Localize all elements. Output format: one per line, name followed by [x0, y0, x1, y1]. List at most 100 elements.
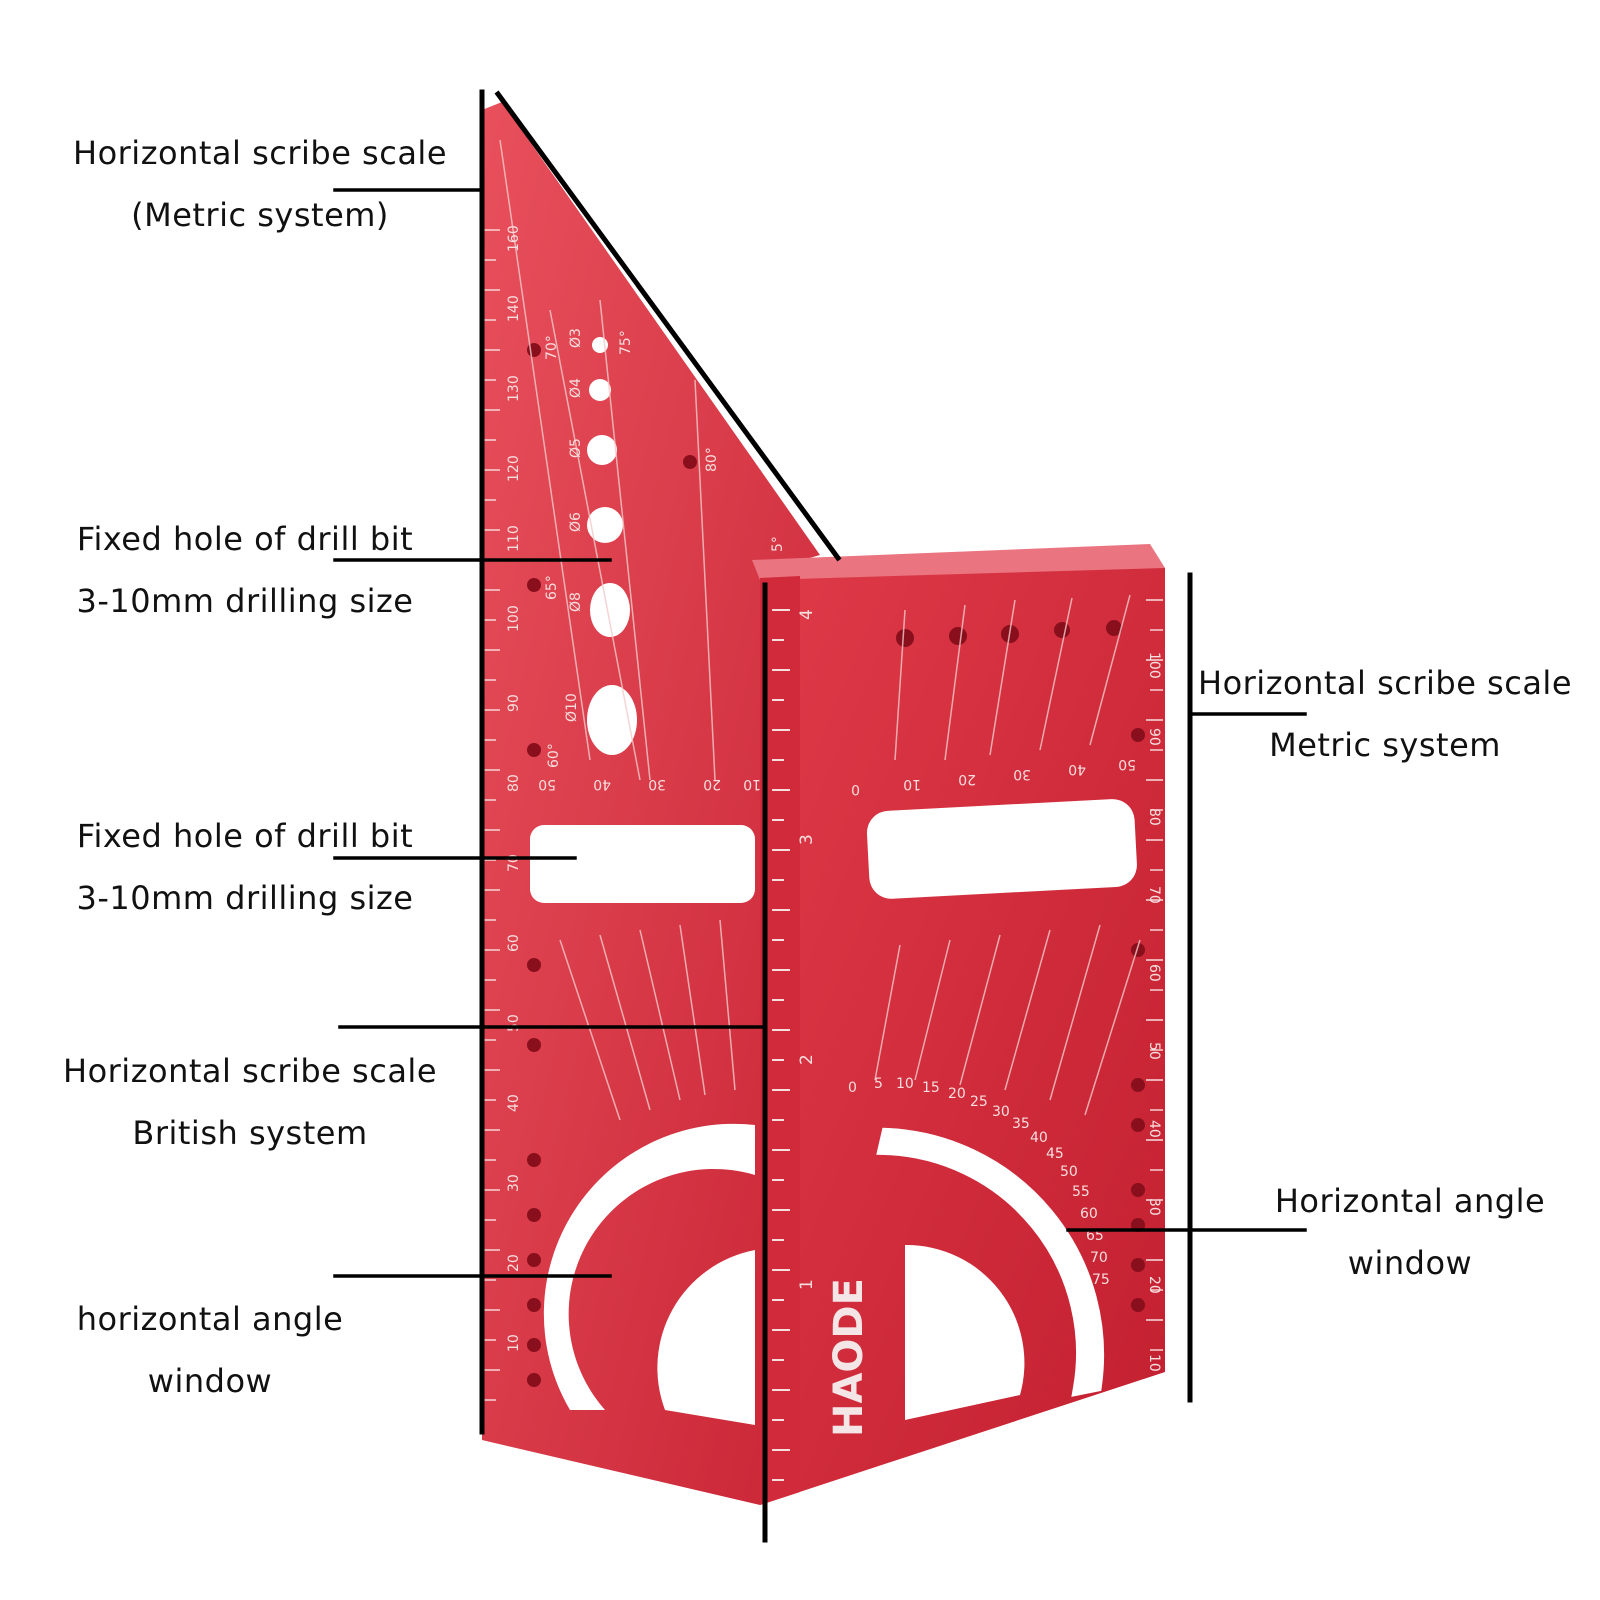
svg-text:30: 30 [648, 776, 666, 792]
left-slot-window [530, 825, 755, 903]
svg-text:50: 50 [506, 1014, 522, 1032]
svg-text:5°: 5° [770, 536, 786, 552]
callout-metric-scribe-scale-top: Horizontal scribe scale (Metric system) [40, 122, 480, 246]
left-ruler-labels: 160 140 130 120 110 100 90 80 70 60 50 4… [506, 225, 522, 1352]
svg-text:0: 0 [851, 781, 860, 797]
callout-metric-scribe-scale-right: Horizontal scribe scale Metric system [1180, 652, 1590, 776]
angle-labels: 70° 75° 80° 65° 60° 5° [544, 330, 786, 768]
callout-line: (Metric system) [131, 196, 389, 234]
svg-text:Ø5: Ø5 [568, 438, 584, 458]
callout-drill-hole-upper: Fixed hole of drill bit 3-10mm drilling … [30, 508, 460, 632]
svg-text:20: 20 [958, 771, 976, 787]
svg-text:90: 90 [506, 694, 522, 712]
callout-line: Horizontal scribe scale [63, 1052, 437, 1090]
svg-text:70: 70 [1146, 886, 1162, 904]
callout-line: 3-10mm drilling size [76, 582, 414, 620]
svg-text:140: 140 [506, 295, 522, 322]
svg-text:75: 75 [1092, 1272, 1110, 1288]
svg-text:20: 20 [1146, 1276, 1162, 1294]
svg-text:80: 80 [506, 774, 522, 792]
svg-text:160: 160 [506, 225, 522, 252]
center-ruler-labels: 4 3 2 1 [797, 609, 817, 1290]
svg-text:60°: 60° [546, 743, 562, 768]
svg-text:Ø3: Ø3 [568, 328, 584, 348]
svg-text:50: 50 [1146, 1042, 1162, 1060]
slot-scale-left-labels: 50 40 30 20 10 [538, 776, 761, 792]
center-ruler-ticks [772, 609, 790, 1481]
callout-line: Fixed hole of drill bit [76, 817, 414, 855]
svg-text:15: 15 [922, 1080, 940, 1096]
svg-text:120: 120 [506, 455, 522, 482]
plate-top-edge [752, 544, 1165, 580]
svg-text:Ø4: Ø4 [568, 378, 584, 398]
callout-british-scribe-scale: Horizontal scribe scale British system [30, 1040, 470, 1164]
center-ruler-band [760, 576, 800, 1505]
svg-text:110: 110 [506, 525, 522, 552]
drill-hole [587, 435, 617, 465]
left-angle-window [543, 1123, 755, 1410]
svg-text:5: 5 [874, 1076, 883, 1092]
left-ruler-ticks [484, 229, 500, 1401]
protractor-labels: 0 5 10 15 20 25 30 35 40 45 50 55 60 65 … [848, 1076, 1110, 1288]
callout-line: 3-10mm drilling size [76, 879, 414, 917]
callout-line: Horizontal scribe scale [1198, 664, 1572, 702]
svg-text:80°: 80° [704, 447, 720, 472]
brand-logo: HAODE [826, 1278, 872, 1437]
slot-scale-right-labels: 0 10 20 30 40 50 [851, 756, 1136, 797]
engraved-rays [499, 139, 1141, 1121]
svg-text:100: 100 [506, 605, 522, 632]
svg-text:60: 60 [1080, 1206, 1098, 1222]
svg-text:20: 20 [506, 1254, 522, 1272]
callout-line: window [1347, 1244, 1473, 1282]
svg-text:40: 40 [1030, 1130, 1048, 1146]
svg-text:90: 90 [1146, 728, 1162, 746]
svg-text:Ø6: Ø6 [568, 512, 584, 532]
svg-text:60: 60 [506, 934, 522, 952]
annotation-lines [333, 89, 1307, 1543]
svg-text:65°: 65° [544, 575, 560, 600]
callout-line: Horizontal angle [1274, 1182, 1546, 1220]
svg-text:55: 55 [1072, 1184, 1090, 1200]
svg-text:10: 10 [1146, 1354, 1162, 1372]
callout-line: Fixed hole of drill bit [76, 520, 414, 558]
callout-line: horizontal angle [76, 1300, 344, 1338]
svg-text:10: 10 [903, 776, 921, 792]
callout-angle-window-right: Horizontal angle window [1240, 1170, 1580, 1294]
svg-text:Ø10: Ø10 [564, 693, 580, 722]
svg-text:1: 1 [797, 1279, 817, 1290]
svg-text:40: 40 [506, 1094, 522, 1112]
svg-text:60: 60 [1146, 964, 1162, 982]
svg-text:Ø8: Ø8 [568, 592, 584, 612]
svg-text:10: 10 [506, 1334, 522, 1352]
svg-text:30: 30 [1146, 1198, 1162, 1216]
callout-line: window [147, 1362, 273, 1400]
callout-drill-hole-lower: Fixed hole of drill bit 3-10mm drilling … [30, 805, 460, 929]
svg-text:40: 40 [593, 776, 611, 792]
left-triangle-window [657, 1250, 755, 1425]
svg-text:4: 4 [797, 609, 817, 620]
svg-text:70°: 70° [544, 335, 560, 360]
svg-text:70: 70 [1090, 1250, 1108, 1266]
svg-text:25: 25 [970, 1094, 988, 1110]
right-angle-window [876, 1127, 1105, 1397]
svg-text:80: 80 [1146, 808, 1162, 826]
drill-hole-labels: Ø3 Ø4 Ø5 Ø6 Ø8 Ø10 [564, 328, 584, 722]
hypotenuse-edge-line [494, 90, 842, 562]
svg-text:20: 20 [948, 1086, 966, 1102]
right-half-circle-window [905, 1244, 1025, 1420]
svg-text:130: 130 [506, 375, 522, 402]
drill-hole [589, 379, 611, 401]
svg-text:45: 45 [1046, 1146, 1064, 1162]
svg-text:40: 40 [1146, 1120, 1162, 1138]
right-ruler-labels: 100 90 80 70 60 50 40 30 20 10 [1146, 652, 1162, 1372]
svg-text:35: 35 [1012, 1116, 1030, 1132]
callout-angle-window-left: horizontal angle window [30, 1288, 390, 1412]
svg-text:100: 100 [1146, 652, 1162, 679]
svg-text:10: 10 [743, 776, 761, 792]
svg-text:40: 40 [1068, 761, 1086, 777]
svg-text:30: 30 [1013, 766, 1031, 782]
svg-text:30: 30 [506, 1174, 522, 1192]
scribe-holes [527, 343, 1145, 1387]
svg-text:50: 50 [1060, 1164, 1078, 1180]
